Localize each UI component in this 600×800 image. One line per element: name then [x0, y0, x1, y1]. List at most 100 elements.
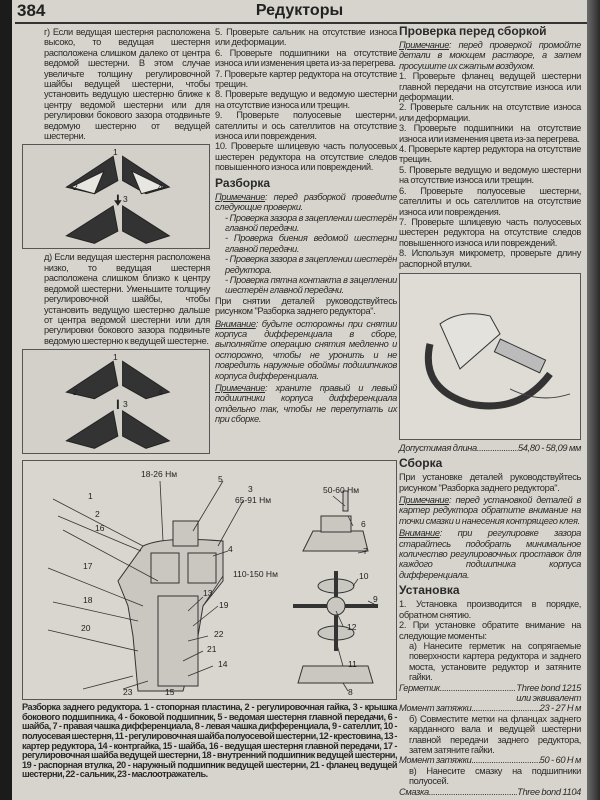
- warning-label: Внимание: [399, 528, 440, 539]
- left-middle-area: г) Если ведущая шестерня расположена выс…: [22, 27, 398, 780]
- gear-figure-low: 1 2 3 4: [22, 349, 210, 455]
- section-heading-assembly: Сборка: [399, 456, 443, 471]
- inspect-item-1: 1. Проверьте фланец ведущей шестерни гла…: [399, 71, 581, 103]
- top-columns: г) Если ведущая шестерня расположена выс…: [22, 27, 397, 455]
- header-rule: [15, 22, 587, 24]
- section-heading-pre-assembly: Проверка перед сборкой: [399, 24, 547, 38]
- spec-allowed-length: Допустимая длина54,80 - 58,09 мм: [399, 443, 581, 453]
- gear-figure-high: 1 2 3 4: [22, 144, 210, 250]
- paragraph-d: д) Если ведущая шестерня расположена низ…: [44, 252, 210, 346]
- install-step-2: 2. При установке обратите внимание на сл…: [399, 620, 581, 641]
- inspect-item-6: 6. Проверьте полуосевые шестерни, сателл…: [399, 185, 581, 217]
- warning: Внимание: будьте осторожны при снятии ко…: [215, 319, 397, 381]
- right-column: Проверка перед сборкой Примечание: перед…: [399, 25, 581, 797]
- section-heading-installation: Установка: [399, 583, 460, 598]
- callout-8: 8: [348, 687, 353, 698]
- callout-23: 23: [123, 687, 133, 698]
- callout-2: 2: [95, 509, 100, 520]
- spec-grease: СмазкаThree bond 1104: [399, 787, 581, 797]
- spec-sealant-alt: или эквивалент: [516, 692, 581, 703]
- differential-drawing: [47, 480, 379, 692]
- callout-16: 16: [95, 523, 105, 534]
- callout-11: 11: [348, 659, 357, 670]
- check-item-8: 8. Проверьте ведущую и ведомую шестерни …: [215, 89, 397, 110]
- callout-10: 10: [359, 571, 369, 582]
- inspect-item-8: 8. Используя микрометр, проверьте длину …: [399, 248, 581, 269]
- note-text: : перед установкой деталей в картер реду…: [399, 495, 581, 526]
- callout-7: 7: [363, 546, 368, 557]
- note-label: Примечание: [399, 40, 450, 50]
- torque-label-50-60: 50-60 Нм: [323, 485, 360, 496]
- callout-19: 19: [219, 600, 229, 611]
- inspect-item-4: 4. Проверьте картер редуктора на отсутст…: [399, 144, 581, 165]
- note-text: : перед проверкой промойте детали в моющ…: [399, 40, 581, 71]
- micrometer-illustration: [424, 313, 571, 410]
- callout-1: 1: [88, 491, 93, 502]
- note-text: : храните правый и левый подшипники корп…: [215, 383, 397, 425]
- callout-22: 22: [214, 629, 224, 640]
- torque-label-18-26: 18-26 Нм: [141, 469, 178, 480]
- note-2: Примечание: храните правый и левый подши…: [215, 383, 397, 425]
- assembly-note: Примечание: перед установкой деталей в к…: [399, 495, 581, 526]
- assembly-warning: Внимание: при регулировке зазора старайт…: [399, 528, 581, 580]
- callout-20: 20: [81, 623, 91, 634]
- diagram-caption: Разборка заднего редуктора. 1 - стопорна…: [22, 702, 398, 780]
- check-item-10: 10. Проверьте шлицевую часть полуосевых …: [215, 141, 397, 173]
- check-item-9: 9. Проверьте полуосевые шестерни, сателл…: [215, 110, 397, 142]
- assembly-paragraph: При установке деталей руководствуйтесь р…: [399, 472, 581, 493]
- inspect-item-7: 7. Проверьте шлицевую часть полуосевых ш…: [399, 216, 581, 248]
- fig-label-1: 1: [113, 147, 118, 158]
- callout-13: 13: [203, 588, 213, 599]
- install-step-b: б) Совместите метки на фланцах заднего к…: [409, 713, 581, 755]
- middle-column: 5. Проверьте сальник на отсутствие износ…: [215, 27, 397, 454]
- fig-label-1: 1: [113, 352, 118, 363]
- micrometer-figure: [399, 272, 581, 440]
- callout-5: 5: [218, 474, 223, 485]
- book-binding-edge: [587, 0, 600, 800]
- note-label: Примечание: [215, 383, 266, 393]
- callout-4: 4: [228, 544, 233, 555]
- fig-label-2: 2: [73, 182, 78, 193]
- fig-label-3: 3: [123, 194, 128, 205]
- page-title: Редукторы: [255, 2, 344, 19]
- warning-text: : будьте осторожны при снятии корпуса ди…: [215, 318, 397, 381]
- callout-6: 6: [361, 519, 366, 530]
- torque-label-65-91: 65-91 Нм: [235, 495, 272, 506]
- fig-label-4: 4: [158, 182, 163, 193]
- check-dash-2: - Проверка биения ведомой шестерни главн…: [225, 233, 397, 254]
- check-item-6: 6. Проверьте подшипники на отсутствие из…: [215, 47, 397, 69]
- check-item-7: 7. Проверьте картер редуктора на отсутст…: [215, 68, 397, 90]
- rear-differential-exploded-diagram: 18-26 Нм 5 3 65-91 Нм 1 2 16 4 17 110-15…: [22, 460, 397, 701]
- install-step-a: а) Нанесите герметик на сопрягаемые пове…: [409, 640, 581, 683]
- callout-14: 14: [218, 659, 228, 670]
- callout-15: 15: [165, 687, 175, 698]
- gear-mesh-illustration: [65, 155, 171, 245]
- inspect-item-5: 5. Проверьте ведущую и ведомую шестерни …: [399, 164, 581, 186]
- right-column-bottom: Допустимая длина54,80 - 58,09 мм Сборка …: [399, 443, 581, 797]
- fig-label-4: 4: [158, 387, 163, 398]
- note: Примечание: перед разборкой проведите сл…: [215, 192, 397, 213]
- check-dash-3: - Проверка зазора в зацеплении шестерён …: [225, 254, 397, 275]
- warning-text: : при регулировке зазора старайтесь подо…: [399, 528, 581, 580]
- note-text: : перед разборкой проведите следующие пр…: [215, 191, 397, 213]
- warning-label: Внимание: [215, 318, 256, 329]
- disassembly-paragraph: При снятии деталей руководствуйтесь рису…: [215, 295, 397, 317]
- callout-18: 18: [83, 595, 93, 606]
- book-page: 384 Редукторы г) Если ведущая шестерня р…: [12, 0, 587, 800]
- callout-3: 3: [248, 484, 253, 495]
- callout-17: 17: [83, 561, 93, 572]
- gear-mesh-illustration: [65, 360, 171, 449]
- inspect-item-3: 3. Проверьте подшипники на отсутствие из…: [399, 123, 581, 144]
- fig-label-2: 2: [73, 387, 78, 398]
- install-step-1: 1. Установка производится в порядке, обр…: [399, 599, 581, 620]
- fig-label-3: 3: [123, 399, 128, 410]
- section-heading-disassembly: Разборка: [215, 175, 271, 190]
- install-step-c: в) Нанесите смазку на подшипники полуосе…: [409, 765, 581, 787]
- note-label: Примечание: [215, 191, 266, 202]
- note: Примечание: перед проверкой промойте дет…: [399, 40, 581, 71]
- paragraph-g: г) Если ведущая шестерня расположена выс…: [44, 27, 210, 142]
- spec-torque-1: Момент затяжки23 - 27 Н м: [399, 703, 581, 713]
- page-number: 384: [17, 1, 46, 20]
- left-column: г) Если ведущая шестерня расположена выс…: [22, 27, 210, 455]
- check-item-5: 5. Проверьте сальник на отсутствие износ…: [215, 27, 397, 48]
